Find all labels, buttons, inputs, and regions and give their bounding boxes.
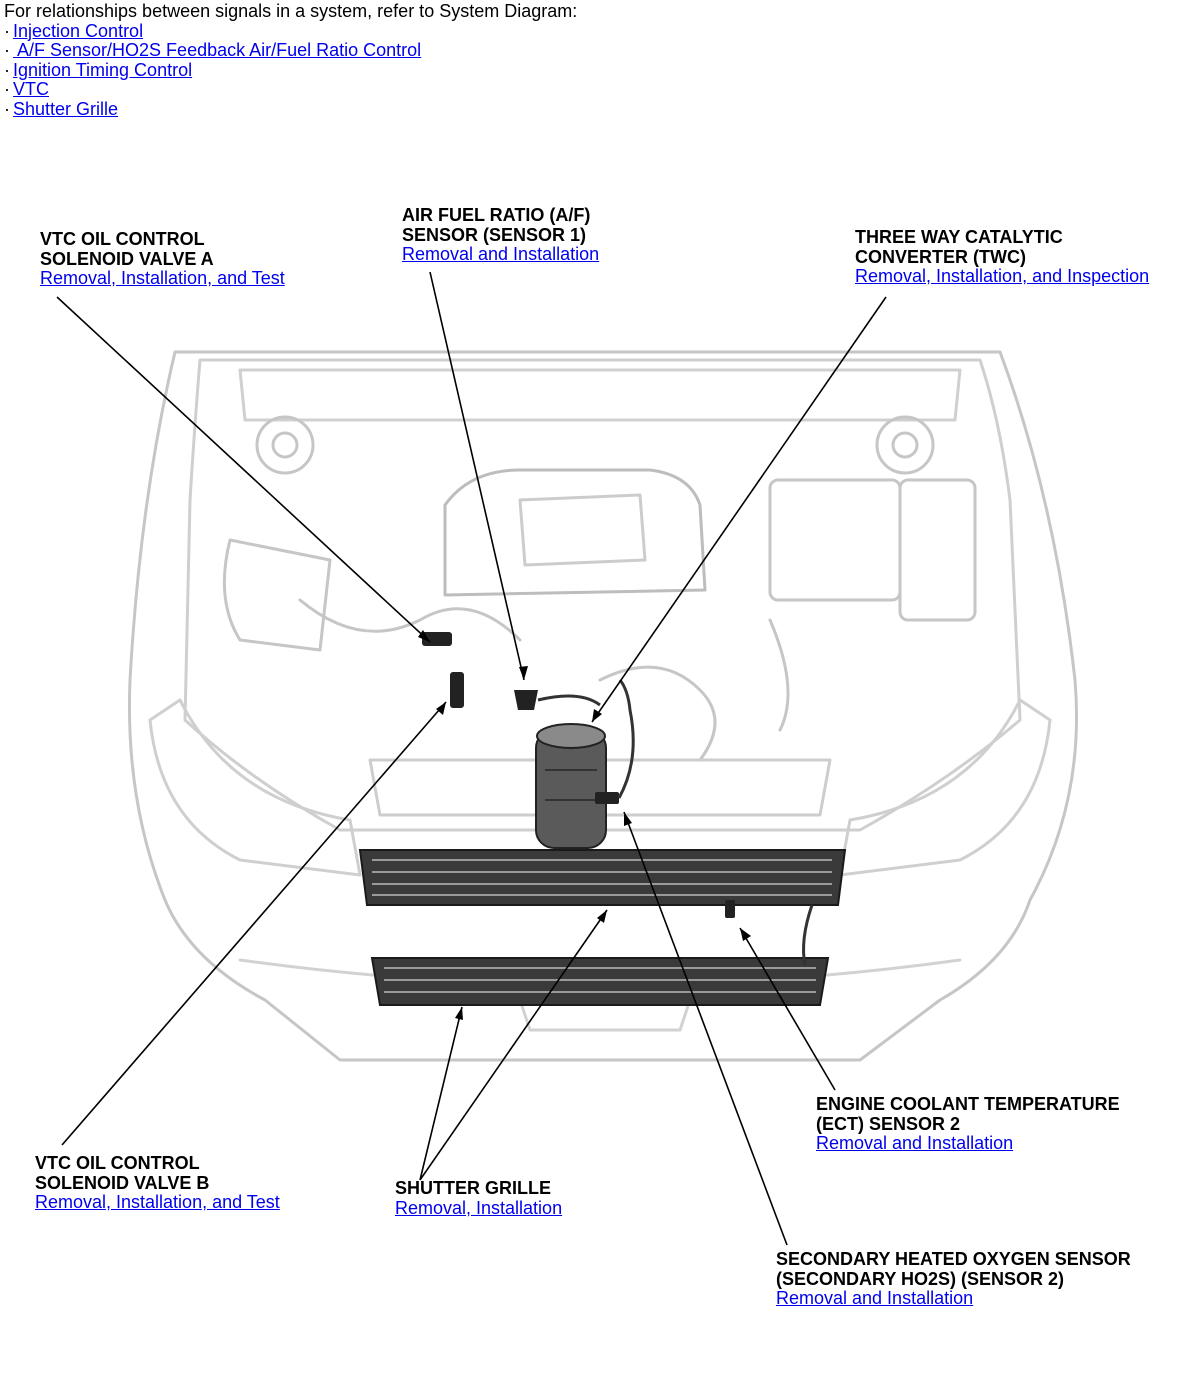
list-item: ·Ignition Timing Control bbox=[4, 59, 577, 81]
leader-line-vtc-b bbox=[61, 701, 447, 1146]
callout-title-line: CONVERTER (TWC) bbox=[855, 246, 1026, 267]
arrowhead bbox=[418, 630, 430, 642]
list-item: ·Shutter Grille bbox=[4, 98, 577, 120]
af-sensor-feedback-link[interactable]: A/F Sensor/HO2S Feedback Air/Fuel Ratio … bbox=[13, 40, 422, 60]
right-strut-cap bbox=[891, 431, 919, 459]
list-item: · A/F Sensor/HO2S Feedback Air/Fuel Rati… bbox=[4, 40, 577, 61]
callout-title-line: (ECT) SENSOR 2 bbox=[816, 1113, 961, 1134]
arrowhead bbox=[597, 910, 607, 923]
callout-af-sensor: AIR FUEL RATIO (A/F) SENSOR (SENSOR 1) R… bbox=[402, 205, 600, 265]
vtc-b-removal-link[interactable]: Removal, Installation, and Test bbox=[35, 1192, 280, 1212]
system-diagram-intro: For relationships between signals in a s… bbox=[4, 1, 578, 120]
shutter-grille-removal-link[interactable]: Removal, Installation bbox=[395, 1197, 563, 1218]
callout-title-line: SOLENOID VALVE B bbox=[35, 1172, 210, 1193]
vehicle-body-outline bbox=[127, 350, 1078, 1062]
left-headlight bbox=[148, 698, 362, 877]
cowl-panel bbox=[238, 368, 962, 422]
af-sensor-removal-link[interactable]: Removal and Installation bbox=[402, 244, 600, 264]
callout-vtc-solenoid-a: VTC OIL CONTROL SOLENOID VALVE A Removal… bbox=[40, 229, 285, 289]
bullet: · bbox=[4, 20, 10, 41]
air-intake-hose bbox=[598, 665, 717, 762]
leader-line-ect bbox=[739, 927, 836, 1091]
engine-bay-outline bbox=[183, 358, 1022, 832]
coolant-reservoir bbox=[222, 538, 332, 652]
callout-title-line: SHUTTER GRILLE bbox=[395, 1178, 551, 1198]
callout-title-line: VTC OIL CONTROL bbox=[35, 1153, 200, 1173]
vtc-link[interactable]: VTC bbox=[13, 79, 49, 99]
ho2s-removal-link[interactable]: Removal and Installation bbox=[776, 1288, 974, 1308]
secondary-ho2s bbox=[595, 679, 635, 804]
right-strut-tower bbox=[875, 415, 935, 475]
leader-line-grille-upper bbox=[419, 909, 608, 1181]
twc-removal-link[interactable]: Removal, Installation, and Inspection bbox=[855, 266, 1150, 286]
arrowhead bbox=[740, 928, 751, 941]
leader-line-vtc-a bbox=[56, 296, 431, 643]
catalytic-converter bbox=[535, 723, 607, 849]
right-headlight bbox=[838, 698, 1052, 877]
lower-shutter-grille bbox=[370, 957, 830, 1006]
list-item: ·VTC bbox=[4, 79, 577, 100]
vtc-a-removal-link[interactable]: Removal, Installation, and Test bbox=[40, 268, 285, 288]
radiator-support bbox=[368, 758, 832, 817]
ect-sensor-2 bbox=[725, 900, 814, 966]
ignition-timing-link[interactable]: Ignition Timing Control bbox=[13, 59, 193, 80]
bullet: · bbox=[4, 79, 10, 99]
ect-removal-link[interactable]: Removal and Installation bbox=[816, 1133, 1014, 1153]
system-diagram-link-list: ·Injection Control · A/F Sensor/HO2S Fee… bbox=[4, 20, 577, 120]
leader-line-af-sensor bbox=[429, 271, 525, 681]
vtc-solenoid-b bbox=[450, 672, 464, 708]
left-strut-tower bbox=[255, 415, 315, 475]
callout-title-line: ENGINE COOLANT TEMPERATURE bbox=[816, 1094, 1120, 1114]
callout-twc: THREE WAY CATALYTIC CONVERTER (TWC) Remo… bbox=[855, 227, 1150, 287]
callout-vtc-solenoid-b: VTC OIL CONTROL SOLENOID VALVE B Removal… bbox=[35, 1153, 280, 1213]
bullet: · bbox=[4, 40, 10, 60]
callout-title-line: (SECONDARY HO2S) (SENSOR 2) bbox=[776, 1268, 1065, 1289]
arrowhead bbox=[519, 666, 528, 680]
bullet: · bbox=[4, 98, 10, 119]
side-hose bbox=[768, 618, 790, 732]
injection-control-link[interactable]: Injection Control bbox=[13, 20, 144, 41]
upper-hose bbox=[298, 598, 522, 642]
arrowhead bbox=[436, 702, 446, 715]
fuse-box bbox=[898, 478, 977, 622]
upper-shutter-grille bbox=[358, 849, 847, 906]
arrowhead bbox=[592, 709, 602, 722]
callout-ect-sensor-2: ENGINE COOLANT TEMPERATURE (ECT) SENSOR … bbox=[816, 1094, 1120, 1154]
arrowhead bbox=[455, 1007, 463, 1020]
callout-title-line: SOLENOID VALVE A bbox=[40, 248, 214, 269]
callout-title-line: AIR FUEL RATIO (A/F) bbox=[402, 205, 591, 225]
callout-shutter-grille: SHUTTER GRILLE Removal, Installation bbox=[395, 1178, 563, 1218]
left-strut-cap bbox=[271, 431, 299, 459]
leader-line-ho2s bbox=[623, 811, 788, 1246]
callout-secondary-ho2s: SECONDARY HEATED OXYGEN SENSOR (SECONDAR… bbox=[776, 1249, 1131, 1309]
callout-title-line: VTC OIL CONTROL bbox=[40, 229, 205, 249]
shutter-grille-link[interactable]: Shutter Grille bbox=[13, 98, 119, 119]
leader-line-twc bbox=[591, 296, 887, 723]
callout-title-line: SECONDARY HEATED OXYGEN SENSOR bbox=[776, 1249, 1131, 1269]
list-item: ·Injection Control bbox=[4, 20, 577, 42]
leader-line-grille-lower bbox=[419, 1006, 463, 1181]
af-sensor bbox=[514, 690, 601, 710]
engine-cover-badge bbox=[518, 493, 647, 567]
arrowhead bbox=[624, 812, 632, 826]
battery bbox=[768, 478, 902, 602]
callout-title-line: THREE WAY CATALYTIC bbox=[855, 227, 1063, 247]
engine-cover bbox=[443, 468, 707, 597]
intro-text: For relationships between signals in a s… bbox=[4, 1, 578, 21]
callout-title-line: SENSOR (SENSOR 1) bbox=[402, 224, 587, 245]
bullet: · bbox=[4, 59, 10, 80]
